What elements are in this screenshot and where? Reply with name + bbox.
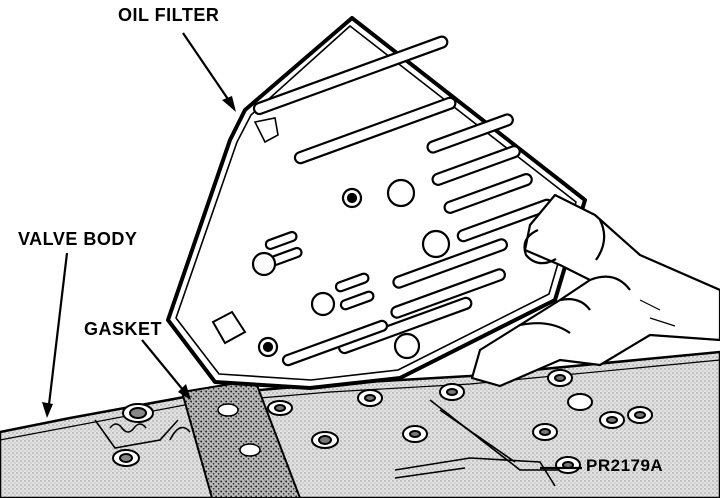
valve-body-bolts <box>112 369 653 474</box>
oil-filter <box>166 16 587 390</box>
valve-body <box>0 350 720 498</box>
oil-filter-leader <box>182 32 235 109</box>
hand <box>470 193 720 388</box>
oil-filter-arrowhead <box>222 96 236 112</box>
oil-filter-label: OIL FILTER <box>118 5 220 25</box>
gasket-label: GASKET <box>84 319 163 339</box>
gasket-arrowhead <box>178 384 191 400</box>
valve-body-leader <box>46 252 69 414</box>
valve-body-arrowhead <box>42 402 53 418</box>
leader-arrowheads <box>42 96 236 418</box>
gasket-leader <box>141 339 189 397</box>
leader-lines <box>46 32 582 470</box>
valve-body-label: VALVE BODY <box>18 229 138 249</box>
figure-code-label: PR2179A <box>586 456 664 475</box>
